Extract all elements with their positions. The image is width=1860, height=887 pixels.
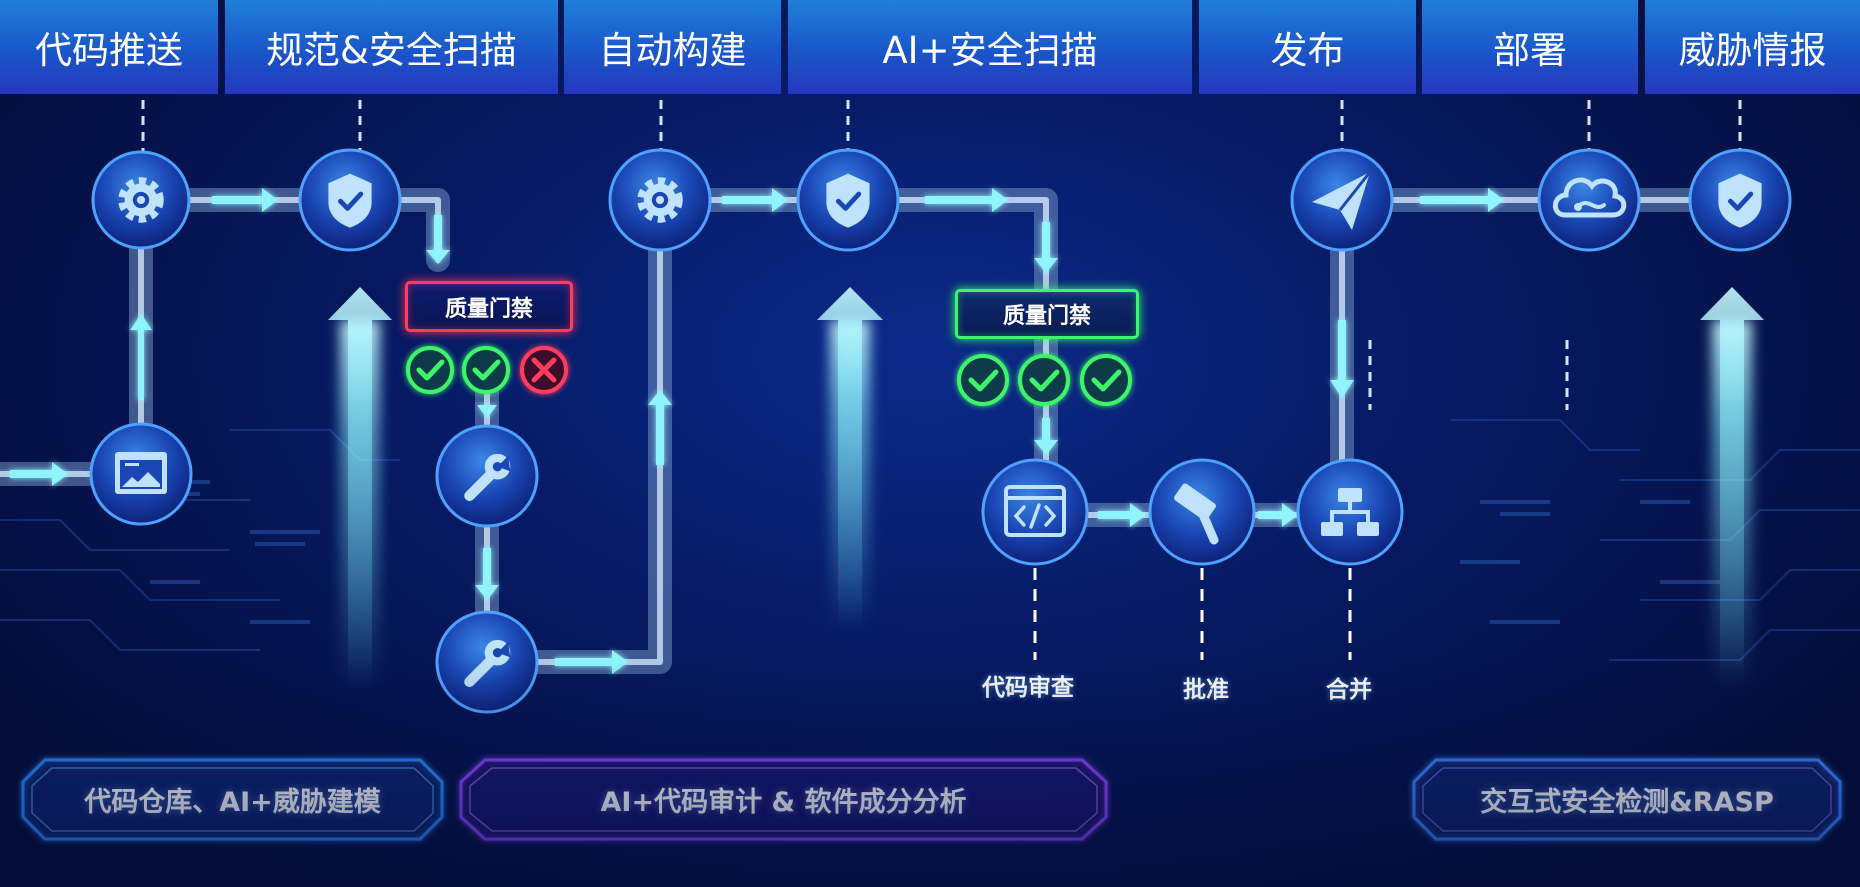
node-threat-intel: [1688, 148, 1792, 252]
panel-frame-right: [1412, 758, 1842, 841]
node-gear-1: [91, 150, 191, 250]
nodes: [89, 148, 1792, 714]
upward-beams: [328, 287, 1764, 690]
stage-code-push: 代码推送: [0, 0, 218, 94]
pass-icon: [1018, 354, 1070, 406]
flow-arrows: [10, 188, 1504, 674]
node-wrench-2: [435, 610, 539, 714]
step-merge-label: 合并: [1326, 677, 1372, 703]
node-release: [1290, 148, 1394, 252]
panel-left-label: 代码仓库、AI+威胁建模: [84, 787, 381, 818]
panel-frame-left: [21, 758, 444, 841]
quality-gate-left: 质量门禁: [405, 281, 573, 332]
panel-frame-middle: [459, 758, 1108, 841]
node-gear-2: [608, 148, 712, 252]
beam-arrow-1: [328, 287, 392, 690]
node-shield-2: [796, 148, 900, 252]
monitor-chart-icon: [115, 452, 167, 494]
pass-icon: [1080, 354, 1132, 406]
cloud-icon: [1552, 177, 1627, 218]
node-repository: [89, 422, 193, 526]
step-connectors: [1033, 568, 1352, 660]
stage-lint-security-scan: 规范&安全扫描: [225, 0, 558, 94]
node-code-review: [981, 458, 1089, 566]
pass-icon: [406, 346, 454, 394]
step-code-review-label: 代码审查: [982, 675, 1074, 701]
code-window-icon: [1004, 485, 1066, 537]
node-approve: [1148, 458, 1256, 566]
stage-release: 发布: [1199, 0, 1416, 94]
stage-auto-build: 自动构建: [564, 0, 781, 94]
stage-deploy: 部署: [1422, 0, 1638, 94]
quality-gate-right: 质量门禁: [955, 289, 1139, 339]
node-deploy: [1537, 148, 1641, 252]
node-merge: [1296, 458, 1404, 566]
pass-icon: [462, 346, 510, 394]
gate-left-results: [406, 346, 568, 394]
gate-right-results: [957, 354, 1132, 406]
panel-right-label: 交互式安全检测&RASP: [1480, 787, 1774, 818]
step-approve-label: 批准: [1183, 677, 1229, 703]
node-wrench-1: [435, 424, 539, 528]
hierarchy-icon: [1321, 488, 1379, 536]
fail-icon: [520, 346, 568, 394]
paper-plane-icon: [1312, 171, 1372, 230]
bottom-panels: [21, 758, 1842, 841]
stage-ai-security-scan: AI+安全扫描: [788, 0, 1192, 94]
gavel-icon: [1174, 483, 1219, 545]
beam-arrow-3: [1700, 287, 1764, 690]
beam-arrow-2: [817, 287, 883, 630]
stage-header: 代码推送 规范&安全扫描 自动构建 AI+安全扫描 发布 部署 威胁情报: [0, 0, 1860, 94]
header-connectors: [141, 100, 1742, 410]
node-shield-1: [298, 148, 402, 252]
pass-icon: [957, 354, 1009, 406]
panel-middle-label: AI+代码审计 & 软件成分分析: [600, 787, 967, 818]
circuit-dots: [150, 480, 1720, 624]
stage-threat-intel: 威胁情报: [1645, 0, 1860, 94]
